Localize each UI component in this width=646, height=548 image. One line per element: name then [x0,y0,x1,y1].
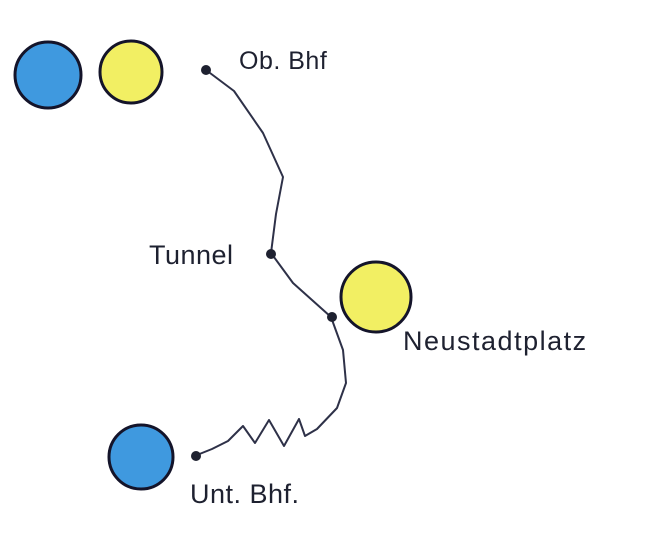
station-dot-neustadtplatz [327,312,337,322]
blue-marker-unt-bhf [107,423,175,491]
station-dot-ob-bhf [201,65,211,75]
station-dot-tunnel [266,249,276,259]
blue-marker-top [13,40,83,110]
label-tunnel: Tunnel [149,240,234,270]
station-dot-unt-bhf [191,451,201,461]
label-unt-bhf: Unt. Bhf. [190,479,300,509]
yellow-marker-top [98,39,164,105]
label-ob-bhf: Ob. Bhf [239,47,328,75]
yellow-marker-neustadtplatz [339,260,413,334]
route-line [196,69,347,456]
label-neustadtplatz: Neustadtplatz [403,326,588,356]
